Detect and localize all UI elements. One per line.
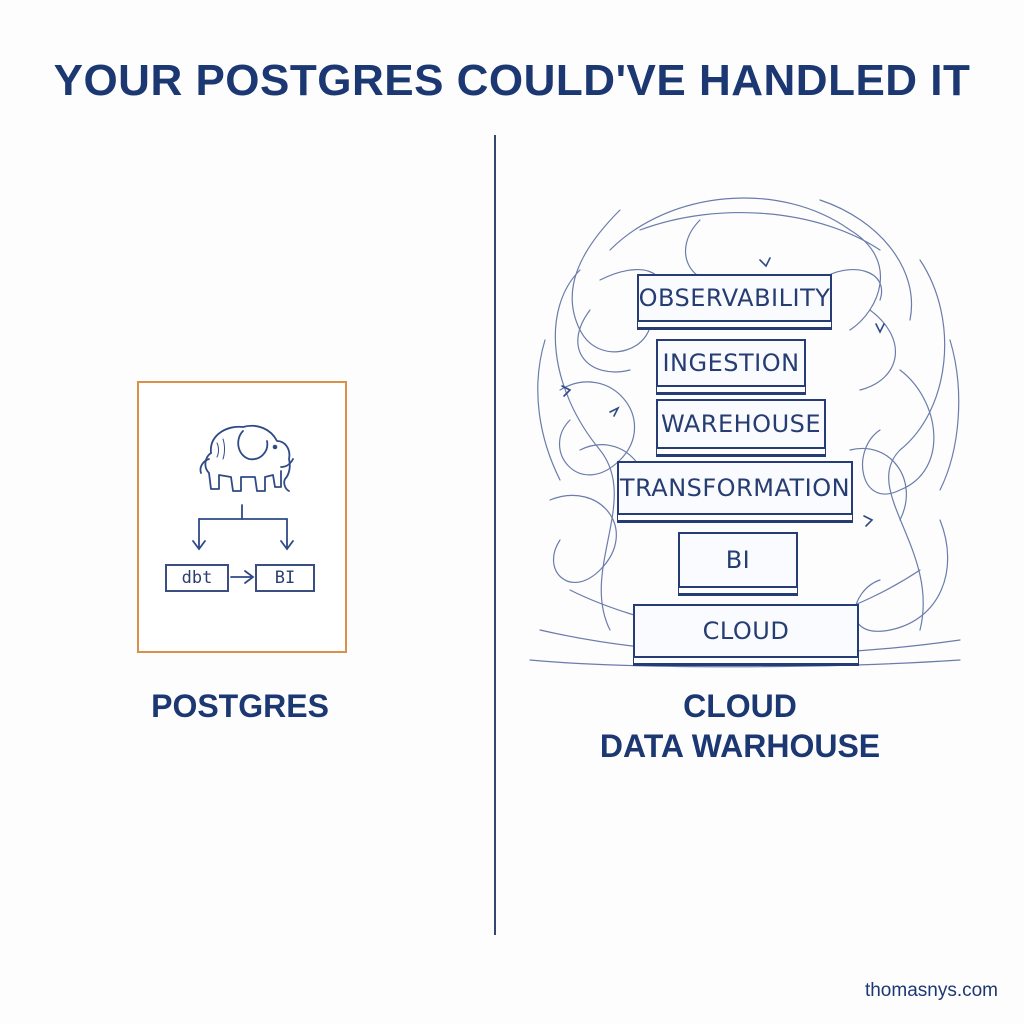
caption-line-2: DATA WARHOUSE xyxy=(599,728,881,764)
postgres-caption: POSTGRES xyxy=(151,688,329,724)
elephant-icon xyxy=(199,424,294,492)
layer-bi: BI xyxy=(678,532,798,588)
layer-ingestion: INGESTION xyxy=(656,339,806,387)
caption-line-1: CLOUD xyxy=(683,688,797,724)
layer-transformation: TRANSFORMATION xyxy=(617,461,853,515)
layer-cloud: CLOUD xyxy=(633,604,859,658)
postgres-panel: dbt BI xyxy=(137,381,347,653)
footer-site: thomasnys.com xyxy=(864,980,998,1001)
layer-observability: OBSERVABILITY xyxy=(637,274,832,322)
tangle-scribbles xyxy=(529,197,961,668)
center-divider xyxy=(494,135,496,935)
bi-box: BI xyxy=(255,564,315,592)
dbt-box: dbt xyxy=(165,564,229,592)
layer-warehouse: WAREHOUSE xyxy=(656,399,826,449)
page-title: YOUR POSTGRES COULD'VE HANDLED IT xyxy=(53,56,971,105)
cloud-warehouse-caption: CLOUD DATA WARHOUSE xyxy=(560,686,920,766)
postgres-diagram xyxy=(192,424,294,584)
